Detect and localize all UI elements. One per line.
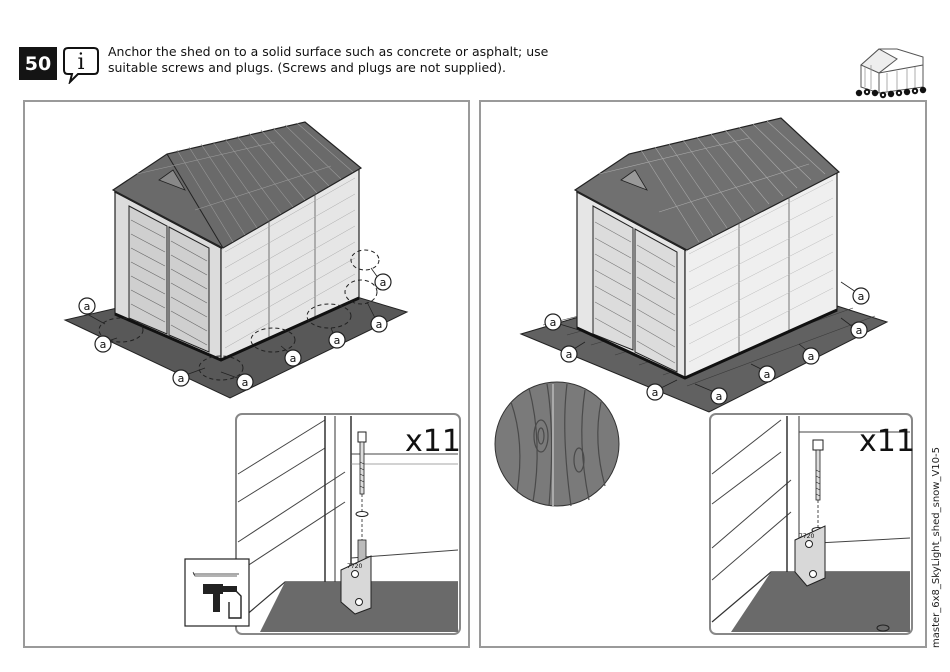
callout-label-a: a [808,350,815,363]
callout-label-a: a [764,368,771,381]
quantity-label: x11 [405,424,461,459]
callout-label-a: a [566,348,573,361]
shed-thumbnail-icon [853,43,929,101]
step-number-badge: 50 [19,47,57,80]
svg-text:7720: 7720 [799,533,814,540]
callout-label-a: a [178,372,185,385]
panel-wood: a a a a a a a a [479,100,927,648]
callout-label-a: a [376,318,383,331]
wood-grain-sample [495,382,619,506]
instruction-text: Anchor the shed on to a solid surface su… [108,44,528,76]
shed-on-concrete-illustration: a a a a a a a a [25,102,468,646]
callout-label-a: a [334,334,341,347]
callout-label-a: a [858,290,865,303]
drill-icon [185,559,249,626]
instruction-line-2: suitable screws and plugs. (Screws and p… [108,60,528,76]
quantity-label: x11 [859,424,915,459]
callout-label-a: a [84,300,91,313]
svg-text:7720: 7720 [347,563,362,570]
callout-label-a: a [716,390,723,403]
callout-label-a: a [290,352,297,365]
shed-on-wood-illustration: a a a a a a a a [481,102,925,646]
callout-label-a: a [856,324,863,337]
panel-concrete: a a a a a a a a [23,100,470,648]
svg-text:i: i [77,50,84,75]
document-code: master_6x8_SkyLight_shed_snow_V10-5 [931,447,942,648]
callout-label-a: a [100,338,107,351]
instruction-line-1: Anchor the shed on to a solid surface su… [108,44,528,60]
info-icon: i [62,44,100,84]
callout-label-a: a [242,376,249,389]
callout-label-a: a [550,316,557,329]
callout-label-a: a [380,276,387,289]
callout-label-a: a [652,386,659,399]
